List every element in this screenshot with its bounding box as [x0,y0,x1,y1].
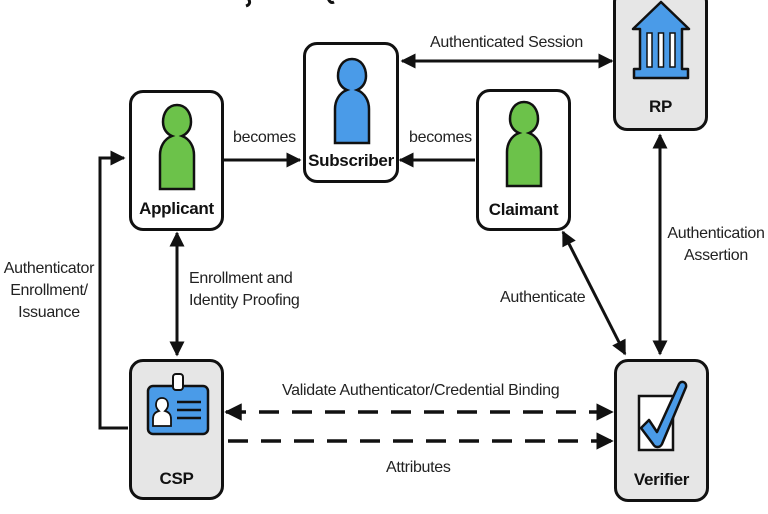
node-label-subscriber: Subscriber [308,151,394,170]
node-label-verifier: Verifier [633,470,690,489]
id-badge-icon [146,373,210,436]
person-icon [158,103,196,191]
bank-building-icon [631,0,691,80]
node-subscriber: Subscriber [303,42,399,183]
node-claimant: Claimant [476,89,571,231]
person-icon [505,100,543,188]
edge-label-authenticate: Authenticate [500,289,586,306]
edge-label-validate-binding: Validate Authenticator/Credential Bindin… [282,382,560,399]
edge-label-authenticator-enrollment-issuance: Authenticator Enrollment/ Issuance [3,260,95,321]
node-label-claimant: Claimant [488,200,559,219]
arrow-csp-to-applicant [98,150,128,430]
arrow-claimant-verifier [561,230,627,356]
edge-label-claimant-becomes: becomes [409,129,472,146]
edge-label-authenticated-session: Authenticated Session [430,34,583,51]
node-label-csp: CSP [159,469,194,488]
person-icon [333,57,371,145]
edge-label-attributes: Attributes [386,459,451,476]
node-applicant: Applicant [129,90,224,231]
node-rp: RP [613,0,708,131]
title-fragment [245,0,335,8]
node-label-rp: RP [648,97,673,116]
edge-label-applicant-becomes: becomes [233,129,296,146]
node-verifier: Verifier [614,359,709,502]
edge-label-enrollment-identity-proofing: Enrollment and Identity Proofing [189,270,300,309]
node-csp: CSP [129,359,224,500]
edge-label-authentication-assertion: Authentication Assertion [667,225,765,264]
checkbox-check-icon [637,380,688,452]
node-label-applicant: Applicant [139,199,214,218]
